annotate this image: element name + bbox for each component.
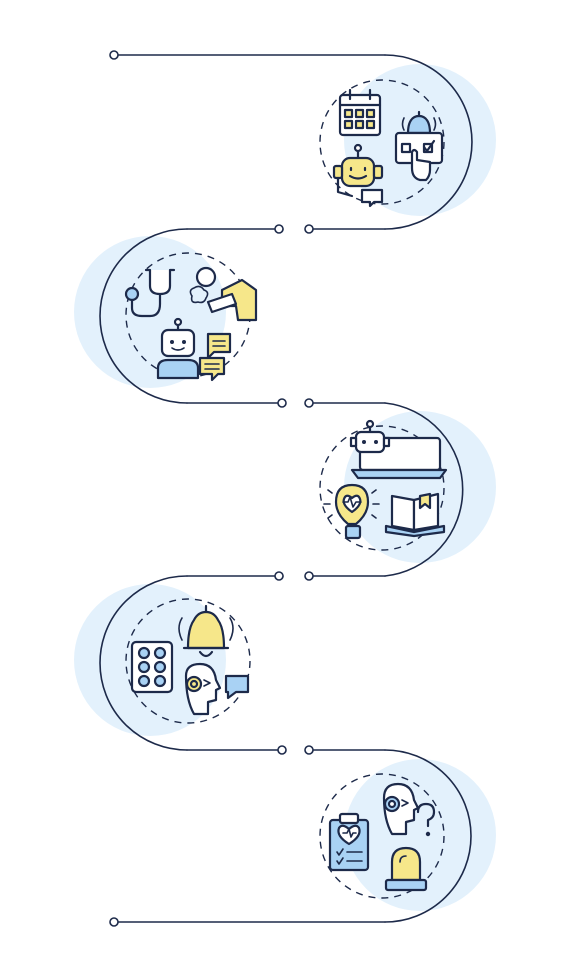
connector-node [304,398,314,408]
chatbot-icon [332,143,384,208]
connector-node [304,745,314,755]
alarm-bell-icon [401,110,437,135]
robot-assistant-icon [156,317,200,380]
message-icon [224,674,250,700]
connector-node [277,745,287,755]
connector-node [304,224,314,234]
bell-icon [178,604,234,658]
step-5-dashed-ring [319,773,445,899]
step-3-dashed-ring [319,425,445,551]
connector-node [274,224,284,234]
coughing-person-icon [189,266,258,322]
ai-head-icon [184,662,222,716]
connector-node [304,571,314,581]
start-node [109,50,119,60]
emergency-siren-icon [384,846,428,892]
connector-node [274,571,284,581]
step-5-background [344,759,496,911]
medical-clipboard-icon [328,812,370,872]
health-lightbulb-icon [323,483,380,540]
connector-node [277,398,287,408]
confused-ai-head-icon [382,782,420,836]
step-1-dashed-ring [319,79,445,205]
step-4-dashed-ring [125,598,251,724]
pill-blister-icon [130,640,174,694]
touch-checklist-icon [394,131,444,182]
robot-laptop-icon [349,419,448,480]
chat-bubbles-icon [198,332,232,382]
stethoscope-icon [124,268,176,318]
calendar-icon [338,88,382,137]
open-book-icon [384,492,446,538]
end-node [109,917,119,927]
question-mark-icon [416,802,436,837]
timeline-path [99,54,473,923]
